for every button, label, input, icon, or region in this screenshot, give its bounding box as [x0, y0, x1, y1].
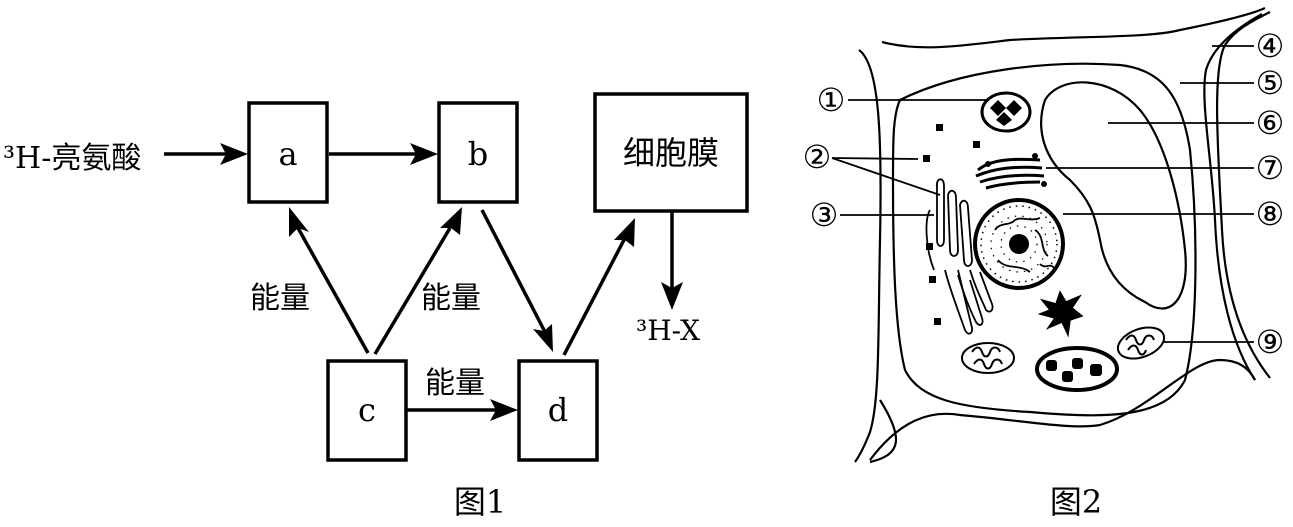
cell-wall-top-neighbor: [881, 7, 1266, 49]
vacuole: [1040, 81, 1187, 310]
node-membrane-label: 细胞膜: [623, 134, 719, 172]
label-8-nucleus: ⑧: [1256, 195, 1285, 233]
node-cell-membrane: 细胞膜: [593, 92, 749, 213]
golgi-apparatus: [975, 153, 1047, 190]
label-5-cell-membrane: ⑤: [1256, 64, 1285, 102]
cell-membrane: [891, 62, 1197, 417]
cell-wall-right-outer: [1216, 11, 1271, 379]
cell-wall-left-outer: [854, 49, 882, 463]
arrow-b-to-d: [480, 209, 553, 352]
arrow-membrane-to-output: [661, 212, 683, 310]
label-6-vacuole: ⑥: [1256, 104, 1285, 142]
node-b-label: b: [468, 135, 488, 173]
cytoskeleton-structure: [1037, 290, 1084, 338]
mitochondrion-cristae: [990, 100, 1022, 126]
mitochondrion: [980, 91, 1032, 133]
chloroplast: [1116, 326, 1166, 360]
energy-label-c-to-a: 能量: [250, 281, 310, 316]
label-3-endoplasmic-reticulum: ③: [810, 196, 839, 234]
arrow-c-to-d-energy: [407, 399, 518, 421]
label-2-ribosome: ②: [803, 138, 832, 176]
node-c-label: c: [358, 391, 376, 429]
ribosome: [923, 155, 930, 162]
node-a: a: [247, 101, 329, 204]
chloroplast: [961, 342, 1015, 374]
ribosome: [936, 124, 943, 131]
node-c: c: [326, 359, 408, 462]
cell-wall-bottom: [869, 358, 1256, 464]
nucleus: [973, 198, 1065, 290]
ribosome: [926, 243, 933, 250]
endoplasmic-reticulum: [925, 178, 994, 335]
cell-wall: [1203, 13, 1263, 381]
figure-2-plant-cell: ① ② ③ ④ ⑤ ⑥ ⑦ ⑧ ⑨ 图2: [803, 7, 1285, 521]
arrow-c-to-b-energy: [373, 207, 462, 355]
node-a-label: a: [278, 135, 297, 173]
label-7-golgi: ⑦: [1256, 149, 1285, 187]
figure-2-caption: 图2: [1050, 483, 1102, 521]
energy-label-c-to-b: 能量: [421, 281, 481, 316]
figure-1: ³H-亮氨酸 a b 细胞膜 ³H-X: [3, 92, 749, 521]
node-d: d: [517, 359, 599, 462]
amyloplast: [1035, 346, 1119, 392]
energy-label-c-to-d: 能量: [425, 366, 485, 401]
input-label-leucine: ³H-亮氨酸: [3, 141, 141, 176]
nucleolus: [1009, 234, 1029, 254]
ribosome: [973, 141, 980, 148]
arrow-d-to-membrane: [562, 218, 635, 356]
ribosome: [929, 276, 936, 283]
node-b: b: [437, 101, 519, 204]
label-9-chloroplast: ⑨: [1256, 323, 1285, 361]
figure-1-caption: 图1: [454, 483, 506, 521]
label-4-cell-wall: ④: [1256, 27, 1285, 65]
arrow-c-to-a-energy: [289, 207, 370, 354]
arrow-input-to-a: [164, 143, 248, 165]
output-label-3h-x: ³H-X: [636, 314, 700, 347]
ribosome: [934, 318, 941, 325]
arrow-a-to-b: [329, 143, 438, 165]
leader-line-2: [831, 157, 941, 196]
node-d-label: d: [548, 391, 568, 429]
label-1-mitochondrion: ①: [817, 81, 846, 119]
